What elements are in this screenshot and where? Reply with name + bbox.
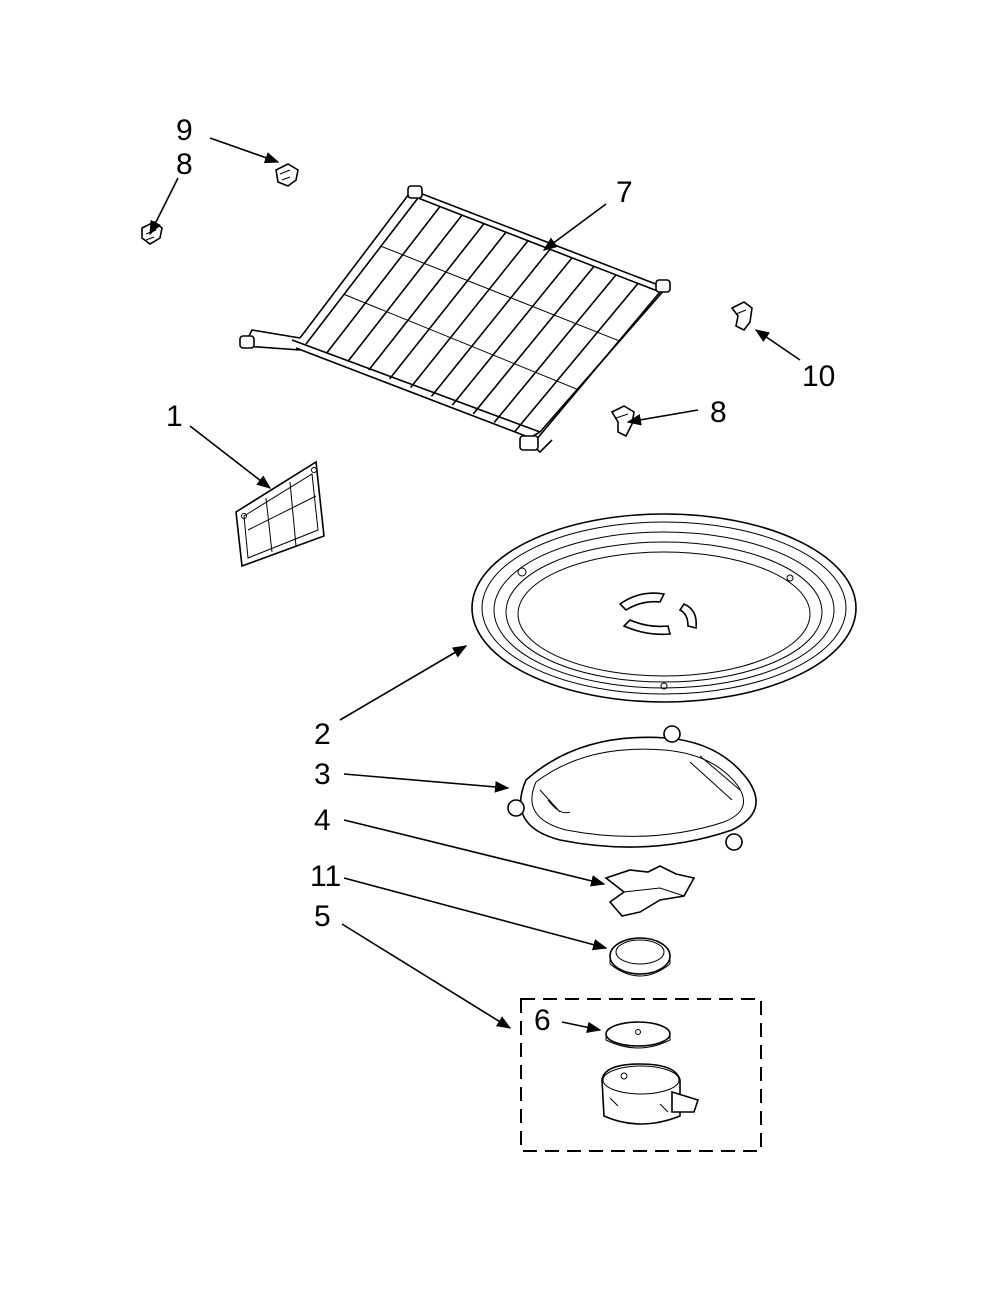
callout-4: 4 bbox=[314, 804, 331, 837]
callout-labels: 9 8 7 10 8 1 2 3 4 11 5 6 bbox=[166, 114, 835, 1037]
part-6-disc bbox=[605, 1021, 671, 1049]
rack-wire bbox=[493, 274, 617, 424]
rack-wire bbox=[409, 240, 529, 389]
part-5-motor-kit-box bbox=[520, 998, 762, 1152]
part-1-cover-panel bbox=[235, 460, 325, 568]
rack-wire bbox=[389, 231, 507, 380]
rack-wire bbox=[430, 248, 551, 397]
part-8-clip-right bbox=[610, 405, 635, 438]
part-3-roller-ring bbox=[507, 725, 757, 851]
callout-8-right: 8 bbox=[710, 396, 727, 429]
callout-1: 1 bbox=[166, 400, 183, 433]
part-4-coupler bbox=[604, 865, 696, 917]
rack-wire bbox=[368, 223, 485, 371]
part-11-seal-ring bbox=[609, 937, 671, 977]
part-10-clip bbox=[730, 301, 753, 332]
rack-wire bbox=[326, 206, 441, 354]
part-2-turntable-tray bbox=[471, 513, 857, 703]
callout-8-left: 8 bbox=[176, 148, 193, 181]
callout-9: 9 bbox=[176, 114, 193, 147]
rack-wire bbox=[347, 214, 463, 362]
callout-3: 3 bbox=[314, 758, 331, 791]
part-8-clip-left bbox=[141, 221, 163, 245]
callout-2: 2 bbox=[314, 718, 331, 751]
leader-lines bbox=[149, 137, 801, 1033]
callout-6: 6 bbox=[534, 1004, 551, 1037]
rack-wire bbox=[514, 282, 639, 432]
rack-wire bbox=[380, 245, 620, 342]
part-9-clip bbox=[275, 163, 299, 187]
part-7-wire-rack bbox=[239, 185, 671, 454]
rack-wire bbox=[451, 257, 573, 406]
rack-wire bbox=[343, 293, 579, 391]
turntable-motor bbox=[601, 1063, 700, 1125]
callout-11: 11 bbox=[310, 860, 341, 893]
callout-7: 7 bbox=[616, 176, 633, 209]
callout-10: 10 bbox=[802, 360, 835, 393]
callout-5: 5 bbox=[314, 900, 331, 933]
rack-wire bbox=[472, 265, 595, 415]
